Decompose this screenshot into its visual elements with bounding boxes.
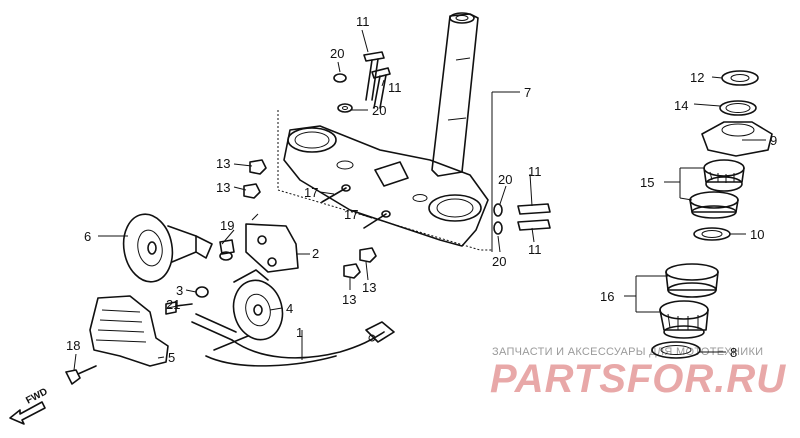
callout-20: 20 [498, 172, 512, 187]
callout-11: 11 [356, 14, 370, 29]
callout-2: 2 [312, 246, 319, 261]
callout-9: 9 [770, 133, 777, 148]
callout-13: 13 [216, 156, 230, 171]
callout-13: 13 [216, 180, 230, 195]
callout-11: 11 [528, 242, 542, 257]
callout-20: 20 [492, 254, 506, 269]
horn-bracket [245, 213, 299, 273]
leader-lines [73, 29, 766, 371]
watermark-brand: PARTSFOR.RU [490, 357, 786, 401]
callout-18: 18 [66, 338, 80, 353]
horn-cover [89, 295, 169, 367]
nuts [243, 159, 377, 279]
horn-left [122, 213, 213, 283]
callout-17: 17 [304, 185, 318, 200]
steering-stem-bracket [277, 12, 520, 252]
callout-19: 19 [220, 218, 234, 233]
callout-1: 1 [296, 325, 303, 340]
watermark: ЗАПЧАСТИ И АКСЕССУАРЫ ДЛЯ МОТОТЕХНИКИ PA… [490, 346, 786, 401]
stem-pins [321, 184, 391, 229]
callout-13: 13 [362, 280, 376, 295]
washer-3 [195, 286, 209, 298]
callout-20: 20 [372, 103, 386, 118]
callout-6: 6 [84, 229, 91, 244]
stem-right-bolts [493, 203, 551, 235]
fwd-label: FWD [24, 386, 49, 406]
callout-20: 20 [330, 46, 344, 61]
bearing-set [651, 70, 773, 359]
callout-11: 11 [528, 164, 542, 179]
callout-15: 15 [640, 175, 654, 190]
callout-14: 14 [674, 98, 688, 113]
wire-harness [191, 313, 395, 367]
stem-top-bolts [333, 51, 391, 113]
callouts: 11 20 11 20 7 13 13 17 17 6 19 2 3 21 4 … [66, 14, 777, 365]
callout-11: 11 [388, 80, 402, 95]
callout-13: 13 [342, 292, 356, 307]
callout-12: 12 [690, 70, 704, 85]
forward-arrow: FWD [9, 386, 50, 425]
callout-16: 16 [600, 289, 614, 304]
callout-7: 7 [524, 85, 531, 100]
callout-8: 8 [730, 345, 737, 360]
bolt-19 [219, 239, 235, 261]
callout-4: 4 [286, 301, 293, 316]
horn-right [232, 269, 284, 341]
callout-17: 17 [344, 207, 358, 222]
callout-5: 5 [168, 350, 175, 365]
callout-10: 10 [750, 227, 764, 242]
bolt-18 [65, 365, 97, 385]
callout-3: 3 [176, 283, 183, 298]
callout-21: 21 [166, 297, 180, 312]
